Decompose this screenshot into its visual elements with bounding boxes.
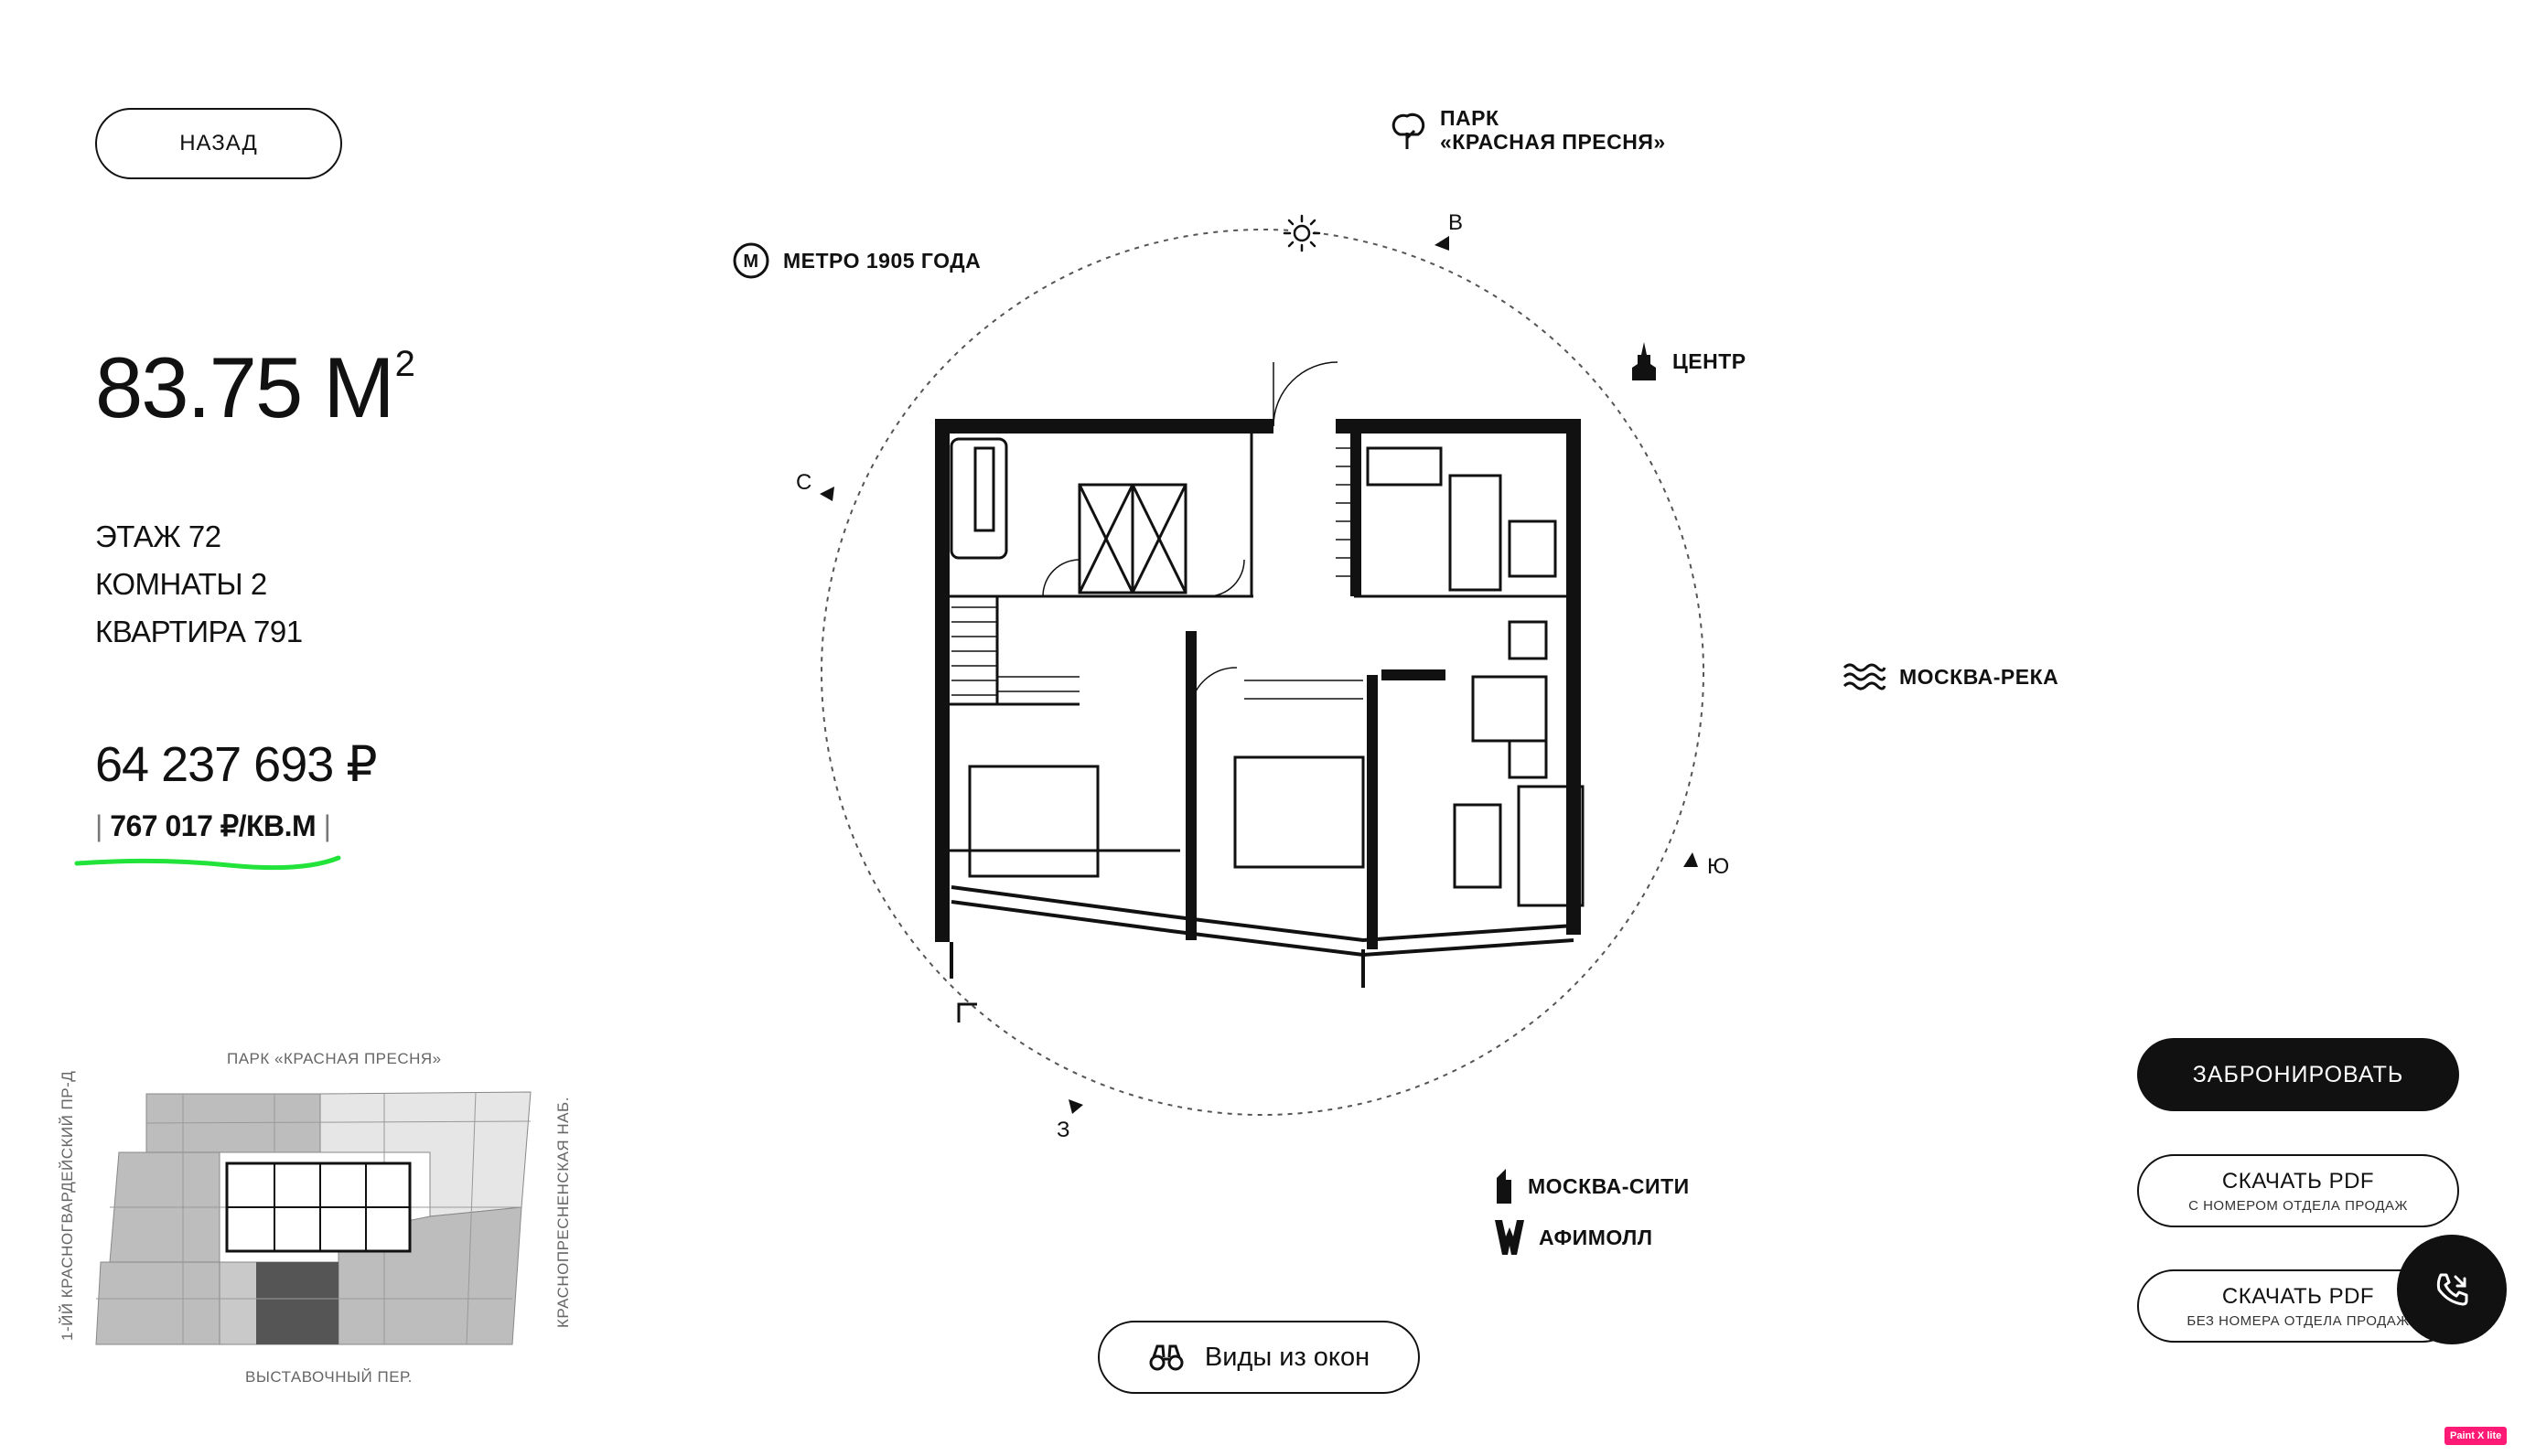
callback-button[interactable] [2397, 1235, 2507, 1344]
area-unit-superscript: 2 [394, 344, 415, 384]
back-button[interactable]: НАЗАД [95, 108, 342, 179]
floor-info: ЭТАЖ 72 [95, 519, 221, 553]
pdf-with-subtitle: С НОМЕРОМ ОТДЕЛА ПРОДАЖ [2188, 1197, 2408, 1214]
compass-north: С [796, 470, 812, 495]
metro-icon: M [733, 242, 769, 279]
landmark-moscow-city: МОСКВА-СИТИ [1493, 1167, 1690, 1205]
price-per-sqm-value: 767 017 ₽/КВ.М [110, 809, 317, 842]
metro-label: МЕТРО 1905 ГОДА [783, 248, 982, 273]
south-arrow-icon [1683, 852, 1698, 867]
total-price: 64 237 693 ₽ [95, 737, 378, 792]
park-label-line1: ПАРК [1440, 106, 1499, 130]
compass-west: З [1057, 1118, 1070, 1142]
landmark-afimall: АФИМОЛЛ [1493, 1218, 1652, 1257]
apartment-area: 83.75 М2 [95, 338, 415, 437]
north-arrow-icon [820, 487, 834, 501]
park-label-line2: «КРАСНАЯ ПРЕСНЯ» [1440, 130, 1666, 155]
compass-east: В [1448, 210, 1464, 235]
area-value: 83.75 М [95, 339, 395, 435]
floor-plan-thumbnail[interactable] [91, 1079, 540, 1354]
price-per-sqm: | 767 017 ₽/КВ.М | [95, 808, 331, 843]
afimall-label: АФИМОЛЛ [1539, 1225, 1653, 1249]
compass-south: Ю [1707, 854, 1730, 879]
pdf-with-title: СКАЧАТЬ PDF [2221, 1168, 2375, 1194]
price-separator-left: | [95, 809, 102, 842]
apartment-floor-plan [935, 361, 1585, 988]
rooms-info: КОМНАТЫ 2 [95, 567, 267, 601]
thumbnail-bottom-label: ВЫСТАВОЧНЫЙ ПЕР. [245, 1368, 413, 1386]
pdf-without-subtitle: БЕЗ НОМЕРА ОТДЕЛА ПРОДАЖ [2187, 1312, 2410, 1329]
sun-icon [1283, 214, 1321, 252]
paint-x-lite-badge: Paint X lite [2444, 1427, 2508, 1445]
skyscraper-icon [1497, 1169, 1511, 1204]
phone-icon [2436, 1273, 2468, 1306]
landmark-metro: M МЕТРО 1905 ГОДА [732, 241, 981, 280]
thumbnail-right-label: КРАСНОПРЕСНЕНСКАЯ НАБ. [554, 1097, 572, 1328]
landmark-river: МОСКВА-РЕКА [1843, 660, 2058, 693]
west-arrow-icon [1069, 1099, 1083, 1114]
landmark-park: ПАРК «КРАСНАЯ ПРЕСНЯ» [1387, 106, 1666, 155]
download-pdf-without-office-button[interactable]: СКАЧАТЬ PDF БЕЗ НОМЕРА ОТДЕЛА ПРОДАЖ [2137, 1269, 2459, 1343]
mall-icon [1495, 1220, 1524, 1255]
window-views-button[interactable]: Виды из окон [1098, 1321, 1420, 1394]
thumbnail-top-label: ПАРК «КРАСНАЯ ПРЕСНЯ» [227, 1050, 442, 1067]
svg-text:M: M [743, 252, 758, 272]
window-views-label: Виды из окон [1204, 1342, 1370, 1372]
highlight-underline [74, 855, 341, 871]
landmark-center: ЦЕНТР [1628, 340, 1746, 382]
book-button[interactable]: ЗАБРОНИРОВАТЬ [2137, 1038, 2459, 1111]
download-pdf-with-office-button[interactable]: СКАЧАТЬ PDF С НОМЕРОМ ОТДЕЛА ПРОДАЖ [2137, 1154, 2459, 1227]
apartment-number-info: КВАРТИРА 791 [95, 615, 303, 648]
kremlin-icon [1632, 342, 1656, 380]
selected-apartment-highlight [256, 1262, 338, 1344]
pdf-without-title: СКАЧАТЬ PDF [2221, 1283, 2375, 1309]
tree-icon [1391, 113, 1425, 150]
price-separator-right: | [323, 809, 331, 842]
river-label: МОСКВА-РЕКА [1899, 664, 2059, 689]
corner-marker-icon [957, 1002, 977, 1022]
east-arrow-icon [1434, 236, 1449, 251]
moscow-city-label: МОСКВА-СИТИ [1528, 1173, 1690, 1198]
center-label: ЦЕНТР [1672, 348, 1746, 373]
compass-ring [821, 229, 1704, 1116]
binoculars-icon [1149, 1344, 1184, 1371]
thumbnail-left-label: 1-ЙЙ КРАСНОГВАРДЕЙСКИЙ ПР-Д [59, 1070, 76, 1341]
waves-icon [1843, 663, 1886, 691]
